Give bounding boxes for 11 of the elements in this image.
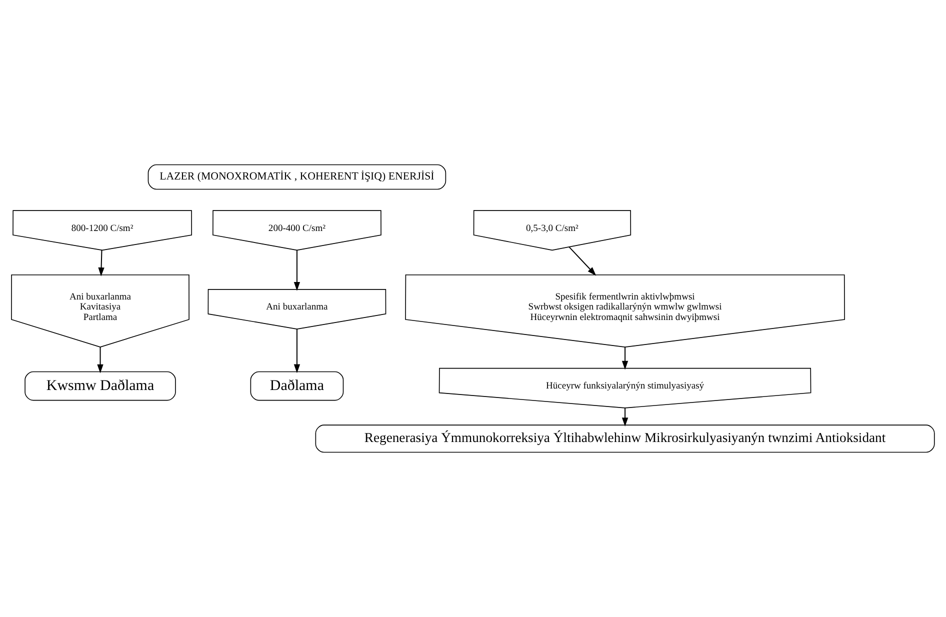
arrow [622, 408, 628, 427]
arrow [622, 347, 628, 370]
arrow [294, 329, 300, 374]
arrow [98, 250, 104, 276]
arrow [97, 347, 104, 374]
node-box: Regenerasiya Ýmmunokorreksiya Ýltihabwlehinw Mikrosirkulyasiyanýn twnzimi Antioksidant [315, 424, 935, 453]
arrow [294, 250, 300, 291]
node-box: LAZER (MONOXROMATİK , KOHERENT İŞIQ) ENERJİSİ [148, 164, 446, 190]
arrow [568, 246, 596, 276]
node-box: Kwsmw Daðlama [24, 371, 176, 401]
node-box: Daðlama [250, 371, 344, 401]
